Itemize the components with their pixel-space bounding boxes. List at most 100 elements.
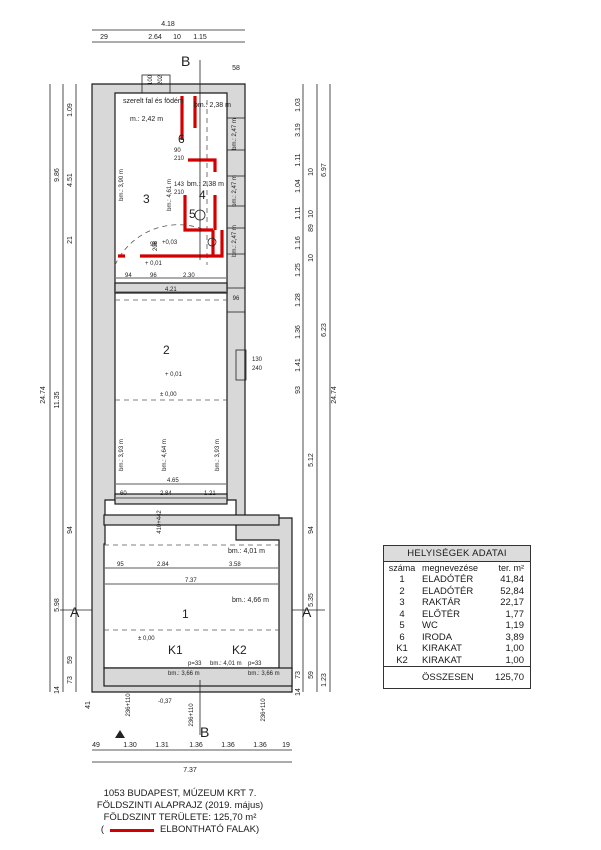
room-number-k1: K1 [168, 643, 183, 657]
dim-bottom: 1.36 [189, 742, 203, 749]
dim-bottom: 1.36 [221, 742, 235, 749]
section-mark-left: A [70, 604, 80, 620]
dim-top: 2.64 [148, 34, 162, 41]
partition-wall [103, 514, 280, 526]
shaft [141, 74, 171, 94]
room-height: bm.: 3,93 m [215, 439, 221, 471]
dim-right-total: 24.74 [331, 386, 338, 404]
door-swing [114, 224, 206, 266]
dim-left: 41 [85, 701, 92, 709]
room-height: bm.: 3,66 m [248, 671, 280, 677]
room-number-3: 3 [143, 192, 150, 206]
room-number: 3 [399, 597, 405, 608]
room-area: 1,19 [505, 620, 525, 631]
table-total-row: ÖSSZESEN 125,70 [384, 666, 530, 688]
dim-right: 1.16 [295, 236, 302, 250]
door-dim: 410+442 [157, 510, 163, 534]
demolish-wall-swatch [110, 828, 155, 832]
dim-top: 1.15 [193, 34, 207, 41]
side-closet [226, 117, 246, 151]
dim-right: 94 [308, 526, 315, 534]
room-area: 22,17 [500, 597, 524, 608]
room-height: bm.: 2,38 m [194, 102, 231, 109]
section-mark-top: B [181, 53, 190, 69]
room-height: bm.: 4,61 m [167, 179, 173, 211]
window [235, 349, 247, 381]
window-dim: 240 [252, 366, 263, 372]
dim: p=33 [188, 661, 202, 667]
dim-right: 1.04 [295, 179, 302, 193]
dim-right: 10 [308, 168, 315, 176]
room-data-table: HELYISÉGEK ADATAI száma megnevezése ter.… [383, 545, 531, 689]
side-closet [226, 175, 246, 207]
dim-bottom: 1.31 [155, 742, 169, 749]
level: ± 0,00 [160, 392, 177, 398]
dim-right: 3.19 [295, 123, 302, 137]
dim-top: 10 [173, 34, 181, 41]
closet-height: bm.: 2,47 m [232, 175, 238, 207]
room-number: 2 [399, 585, 405, 597]
dim-left: 5.98 [54, 598, 61, 612]
level: ± 0,00 [138, 636, 155, 642]
dim-right: 10 [308, 254, 315, 262]
room-number-6: 6 [178, 132, 185, 146]
dim-left: 11.35 [54, 391, 61, 408]
door-dim: 208 [153, 240, 159, 251]
dim-left: 73 [67, 676, 74, 684]
dim-right: 1.41 [295, 358, 302, 372]
room-name: ELŐTÉR [422, 608, 461, 620]
dim: 2.84 [160, 491, 172, 497]
table-row: 3 RAKTÁR 22,17 [384, 597, 530, 609]
room-number-k2: K2 [232, 643, 247, 657]
room-height: bm.: 3,90 m [119, 169, 125, 201]
table-title: HELYISÉGEK ADATAI [384, 546, 530, 562]
closet-height: bm.: 2,47 m [232, 118, 238, 150]
room-name: RAKTÁR [422, 597, 461, 608]
section-mark-right: A [302, 604, 312, 620]
dim-bottom: 1.30 [123, 742, 137, 749]
dim-left: 1.09 [67, 103, 74, 117]
room-height: bm.: 3,66 m [168, 671, 200, 677]
beam-line [104, 100, 279, 631]
height-note: m.: 2,42 m [130, 116, 163, 123]
room-number: 5 [399, 620, 405, 631]
room-height: bm.: 3,93 m [119, 439, 125, 471]
col-area: ter. m² [498, 563, 524, 573]
legend: ( ELBONTHATÓ FALAK) [80, 824, 280, 836]
dim-left: 94 [67, 526, 74, 534]
dim: 4.21 [165, 287, 177, 293]
room-number: 6 [399, 631, 405, 643]
dim: 94 [125, 273, 132, 279]
dim-right: 1.36 [295, 325, 302, 339]
room-name: KIRAKAT [422, 643, 462, 654]
door-dim: 98 [150, 242, 157, 248]
room-height: bm.: 4,01 m [228, 548, 265, 555]
dim-right: 5.12 [308, 453, 315, 467]
room-name: ELADÓTÉR [422, 585, 474, 597]
dim: 60 [120, 491, 127, 497]
dim-entry: 202 [158, 74, 164, 85]
level: -0,37 [158, 699, 172, 705]
dim-bottom-width: 7.37 [183, 767, 197, 774]
room-height: bm.: 2,38 m [187, 181, 224, 188]
window-dim: 130 [252, 357, 263, 363]
legend-label: ELBONTHATÓ FALAK) [160, 824, 260, 835]
demolishable-wall [118, 96, 224, 258]
dim-top-width: 4.18 [161, 21, 175, 28]
room-name: KIRAKAT [422, 654, 462, 666]
sink-symbol [207, 237, 217, 247]
dim: 95 [117, 562, 124, 568]
dim-right: 6.97 [321, 163, 328, 177]
dim-left: 4.51 [67, 173, 74, 187]
dim-right: 1.28 [295, 293, 302, 307]
dim: 3.58 [229, 562, 241, 568]
dim-left: 59 [67, 656, 74, 664]
table-header-row: száma megnevezése ter. m² [384, 562, 530, 574]
door-dim: 236+110 [126, 693, 132, 717]
room-height: bm.: 4,64 m [162, 439, 168, 471]
